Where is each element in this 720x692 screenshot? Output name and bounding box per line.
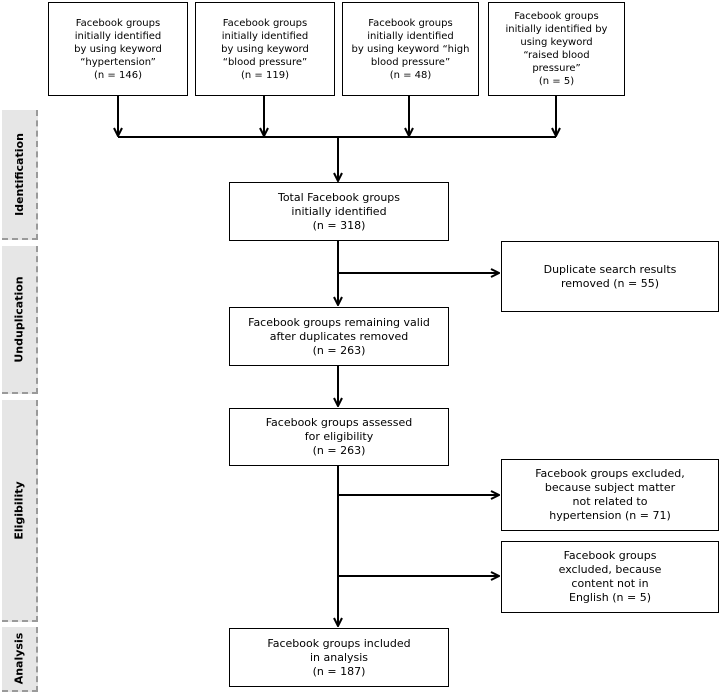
box-text-line: Facebook groups (75, 17, 161, 29)
box-text-line: Facebook groups (222, 17, 308, 29)
box-keyword-blood-pressure: Facebook groups initially identified by … (195, 2, 335, 96)
box-text-line: (n = 263) (312, 444, 366, 457)
box-text-line: (n = 48) (389, 69, 432, 81)
box-text-line: Facebook groups (563, 549, 657, 562)
box-text-line: (n = 318) (312, 218, 366, 232)
box-text-line: excluded, because (558, 563, 662, 576)
box-text-line: content not in (571, 577, 649, 590)
box-text-line: Facebook groups included (267, 636, 411, 650)
box-text-line: “hypertension” (80, 56, 156, 68)
box-text-line: initially identified by (505, 24, 608, 35)
box-text-line: (n = 119) (241, 69, 289, 81)
box-text-line: Total Facebook groups (277, 190, 401, 204)
box-text-line: not related to (572, 495, 648, 508)
box-text-line: English (n = 5) (569, 591, 651, 604)
box-text-line: initially identified (74, 30, 162, 42)
box-text-line: (n = 146) (94, 69, 142, 81)
stage-analysis-label: Analysis (12, 632, 26, 685)
box-text-line: “blood pressure” (222, 56, 308, 68)
box-total-identified: Total Facebook groups initially identifi… (229, 182, 449, 241)
box-text-line: Facebook groups remaining valid (248, 315, 430, 329)
box-text-line: Facebook groups (368, 17, 453, 29)
box-text-line: for eligibility (304, 430, 374, 443)
box-text-line: by using keyword (74, 43, 162, 55)
box-text-line: hypertension (n = 71) (549, 509, 671, 522)
box-text-line: because subject matter (544, 481, 676, 494)
box-text-line: Duplicate search results (543, 262, 677, 276)
box-assessed-eligibility: Facebook groups assessed for eligibility… (229, 408, 449, 466)
stage-identification-label: Identification (12, 132, 26, 216)
box-keyword-raised-blood-pressure: Facebook groups initially identified by … (488, 2, 625, 96)
box-text-line: Facebook groups (514, 11, 599, 22)
box-excluded-subject: Facebook groups excluded, because subjec… (501, 459, 719, 531)
box-keyword-hypertension: Facebook groups initially identified by … (48, 2, 188, 96)
box-duplicates-removed: Duplicate search results removed (n = 55… (501, 241, 719, 312)
box-text-line: Facebook groups excluded, (535, 467, 685, 480)
stage-unduplication: Unduplication (2, 246, 38, 394)
box-text-line: blood pressure” (370, 56, 451, 68)
box-text-line: after duplicates removed (269, 329, 409, 343)
box-text-line: by using keyword “high (351, 43, 470, 55)
box-text-line: (n = 263) (312, 343, 366, 357)
box-text-line: (n = 5) (538, 76, 575, 87)
box-remaining-valid: Facebook groups remaining valid after du… (229, 307, 449, 366)
box-included-analysis: Facebook groups included in analysis (n … (229, 628, 449, 687)
box-text-line: using keyword (520, 37, 593, 48)
stage-eligibility: Eligibility (2, 400, 38, 622)
box-text-line: Facebook groups assessed (265, 416, 413, 429)
box-text-line: initially identified (291, 204, 387, 218)
box-text-line: “raised blood (523, 50, 590, 61)
stage-unduplication-label: Unduplication (12, 275, 26, 363)
box-text-line: by using keyword (221, 43, 309, 55)
box-text-line: initially identified (367, 30, 454, 42)
box-text-line: pressure” (532, 63, 581, 74)
stage-analysis: Analysis (2, 627, 38, 692)
box-excluded-language: Facebook groups excluded, because conten… (501, 541, 719, 613)
stage-identification: Identification (2, 110, 38, 240)
stage-eligibility-label: Eligibility (12, 480, 26, 540)
box-text-line: (n = 187) (312, 664, 366, 678)
box-text-line: in analysis (309, 650, 369, 664)
box-text-line: initially identified (221, 30, 309, 42)
box-keyword-high-blood-pressure: Facebook groups initially identified by … (342, 2, 479, 96)
box-text-line: removed (n = 55) (560, 276, 659, 290)
